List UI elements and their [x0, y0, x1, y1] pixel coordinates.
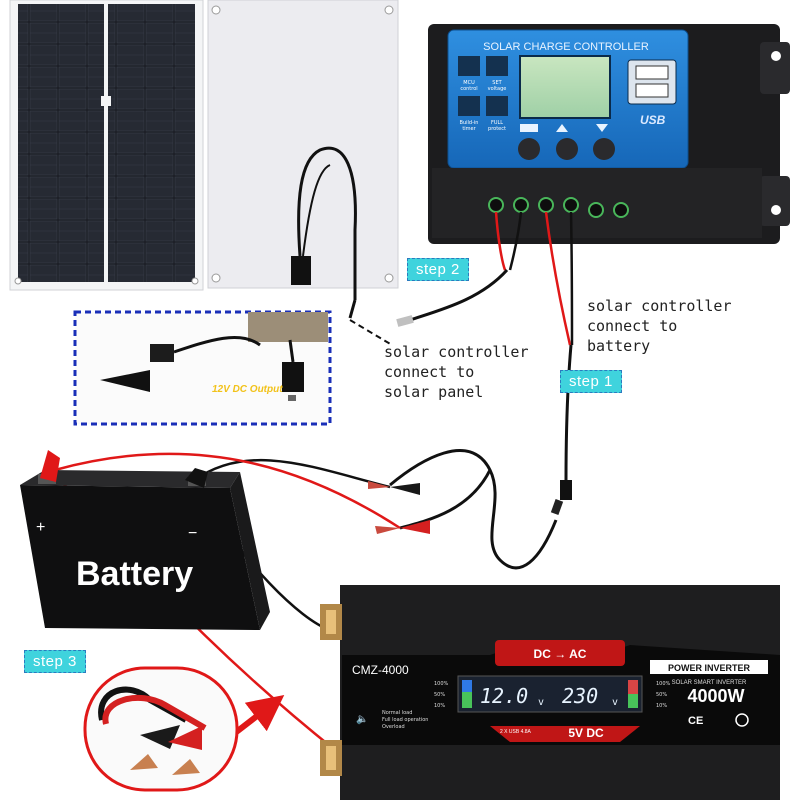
inverter-usb-spec: 2 X USB 4.8A — [500, 729, 532, 735]
usb-label: USB — [640, 113, 666, 127]
svg-text:voltage: voltage — [488, 86, 507, 92]
inverter-model: CMZ-4000 — [352, 663, 409, 677]
controller-button-down — [593, 138, 615, 160]
inverter-brand2: SOLAR SMART INVERTER — [672, 680, 747, 686]
controller-button-up — [556, 138, 578, 160]
controller-button-menu — [518, 138, 540, 160]
svg-text:protect: protect — [488, 126, 506, 132]
battery-label: Battery — [76, 555, 193, 593]
svg-text:50%: 50% — [434, 692, 445, 698]
inverter-brand: POWER INVERTER — [668, 663, 751, 673]
inverter-lcd: 12.0 v 230 v — [457, 675, 643, 713]
adapter-label: 12V DC Output — [212, 384, 283, 395]
panel-connection-note: solar controller connect to solar panel — [384, 343, 529, 401]
step-2-label: step 2 — [407, 258, 469, 281]
svg-text:Build-in: Build-in — [460, 120, 479, 126]
ce-mark: CE — [688, 715, 703, 727]
battery-minus: − — [188, 525, 197, 542]
svg-text:50%: 50% — [656, 692, 667, 698]
step-1-label: step 1 — [560, 370, 622, 393]
svg-text:100%: 100% — [656, 681, 671, 687]
svg-text:SET: SET — [492, 80, 502, 86]
svg-text:control: control — [460, 86, 477, 92]
step-3-label: step 3 — [24, 650, 86, 673]
svg-text:100%: 100% — [434, 681, 449, 687]
battery-connection-note: solar controller connect to battery — [587, 297, 732, 355]
lcd-ac-unit: v — [612, 697, 618, 708]
lcd-ac-value: 230 — [562, 684, 598, 708]
svg-text:Full load operation: Full load operation — [382, 717, 428, 723]
battery-plus: + — [36, 519, 45, 536]
svg-text:timer: timer — [462, 126, 476, 132]
lcd-dc-value: 12.0 — [480, 684, 528, 708]
solar-panel-back — [207, 0, 399, 300]
svg-text:MCU: MCU — [463, 80, 475, 86]
inverter-power: 4000W — [687, 686, 744, 706]
battery-top-clips — [40, 450, 208, 488]
power-inverter: DC → AC CMZ-4000 POWER INVERTER SOLAR SM… — [320, 585, 780, 800]
lcd-dc-unit: v — [538, 697, 544, 708]
inverter-bottom-label: 5V DC — [568, 726, 604, 740]
charge-controller: SOLAR CHARGE CONTROLLER USB MCU control … — [428, 24, 790, 244]
battery-clamps — [368, 481, 430, 534]
dc-adapter-inset: 12V DC Output — [73, 310, 332, 426]
inverter-top-label: DC → AC — [534, 647, 587, 661]
svg-text:10%: 10% — [434, 703, 445, 709]
svg-text:10%: 10% — [656, 703, 667, 709]
controller-title: SOLAR CHARGE CONTROLLER — [483, 41, 649, 53]
speaker-icon: 🔈 — [356, 714, 368, 725]
battery: + − Battery — [20, 470, 270, 630]
step3-cable-inset — [83, 666, 239, 792]
solar-panel-front — [9, 0, 204, 291]
svg-text:Overload: Overload — [382, 724, 405, 730]
recycle-icon — [735, 713, 749, 727]
svg-text:FULL: FULL — [491, 120, 503, 126]
svg-text:Normal load: Normal load — [382, 710, 412, 716]
controller-icon-grid: MCU control SET voltage Build-in timer F… — [458, 56, 508, 132]
